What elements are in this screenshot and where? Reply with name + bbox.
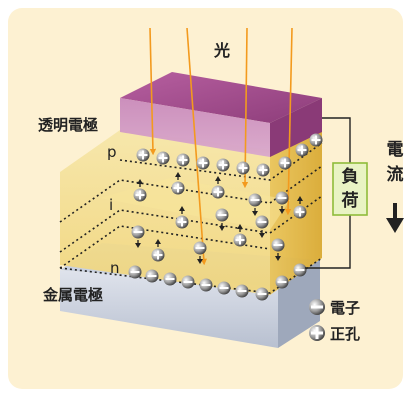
- load-label-2: 荷: [342, 190, 359, 211]
- hole-carrier: [133, 179, 147, 202]
- electron-carrier: [235, 284, 249, 298]
- hole-carrier: [293, 196, 307, 219]
- electron-carrier: [215, 208, 229, 231]
- legend-electron: 電子: [330, 299, 360, 317]
- load-label-1: 負: [342, 167, 359, 187]
- light-ray: [284, 27, 293, 216]
- electron-carrier: [181, 275, 195, 289]
- hole-carrier: [295, 143, 309, 157]
- current-arrow: [386, 203, 404, 233]
- electron-carrier: [248, 193, 262, 216]
- hole-carrier: [156, 151, 170, 165]
- hole-carrier: [196, 156, 210, 170]
- hole-carrier: [233, 224, 247, 247]
- semiconductor-layers: [60, 113, 322, 295]
- current-label-2: 流: [387, 164, 404, 185]
- electron-carrier: [145, 269, 159, 283]
- transparent-electrode-label: 透明電極: [38, 116, 98, 134]
- legend-hole: 正孔: [330, 325, 360, 343]
- i-layer-label: i: [109, 196, 113, 214]
- electron-carrier: [217, 281, 231, 295]
- hole-carrier: [216, 158, 230, 172]
- p-layer-label: p: [107, 143, 117, 161]
- electron-carrier: [255, 215, 269, 238]
- hole-carrier: [309, 133, 323, 147]
- electron-carrier: [275, 191, 289, 214]
- electron-carrier: [163, 272, 177, 286]
- electron-carrier: [271, 238, 285, 261]
- hole-carrier: [171, 172, 185, 195]
- hole-carrier: [211, 176, 225, 199]
- electron-carrier: [199, 278, 213, 292]
- hole-carrier: [175, 206, 189, 229]
- hole-carrier: [236, 161, 250, 175]
- plus-v-icon: [315, 327, 319, 339]
- light-label: 光: [213, 41, 230, 60]
- metal-electrode-label: 金属電極: [42, 286, 103, 304]
- light-ray: [186, 27, 207, 266]
- load-box: [332, 162, 368, 216]
- n-layer-label: n: [110, 259, 120, 277]
- external-circuit: [305, 117, 351, 269]
- electron-carrier: [275, 275, 289, 289]
- hole-carrier: [176, 153, 190, 167]
- hole-carrier: [151, 239, 165, 262]
- light-ray: [149, 27, 157, 156]
- electron-carrier: [131, 225, 145, 248]
- electron-carrier: [128, 265, 142, 279]
- carriers: [128, 133, 323, 301]
- electron-carrier: [293, 263, 307, 277]
- legend: 電子 正孔: [309, 299, 360, 343]
- electron-carrier: [193, 241, 207, 264]
- light-rays: [149, 27, 293, 266]
- minus-icon: [311, 305, 323, 309]
- hole-carrier: [256, 163, 270, 177]
- electron-carrier: [255, 287, 269, 301]
- hole-carrier: [278, 156, 292, 170]
- hole-carrier: [136, 148, 150, 162]
- current-label-1: 電: [387, 140, 404, 160]
- light-ray: [241, 27, 249, 189]
